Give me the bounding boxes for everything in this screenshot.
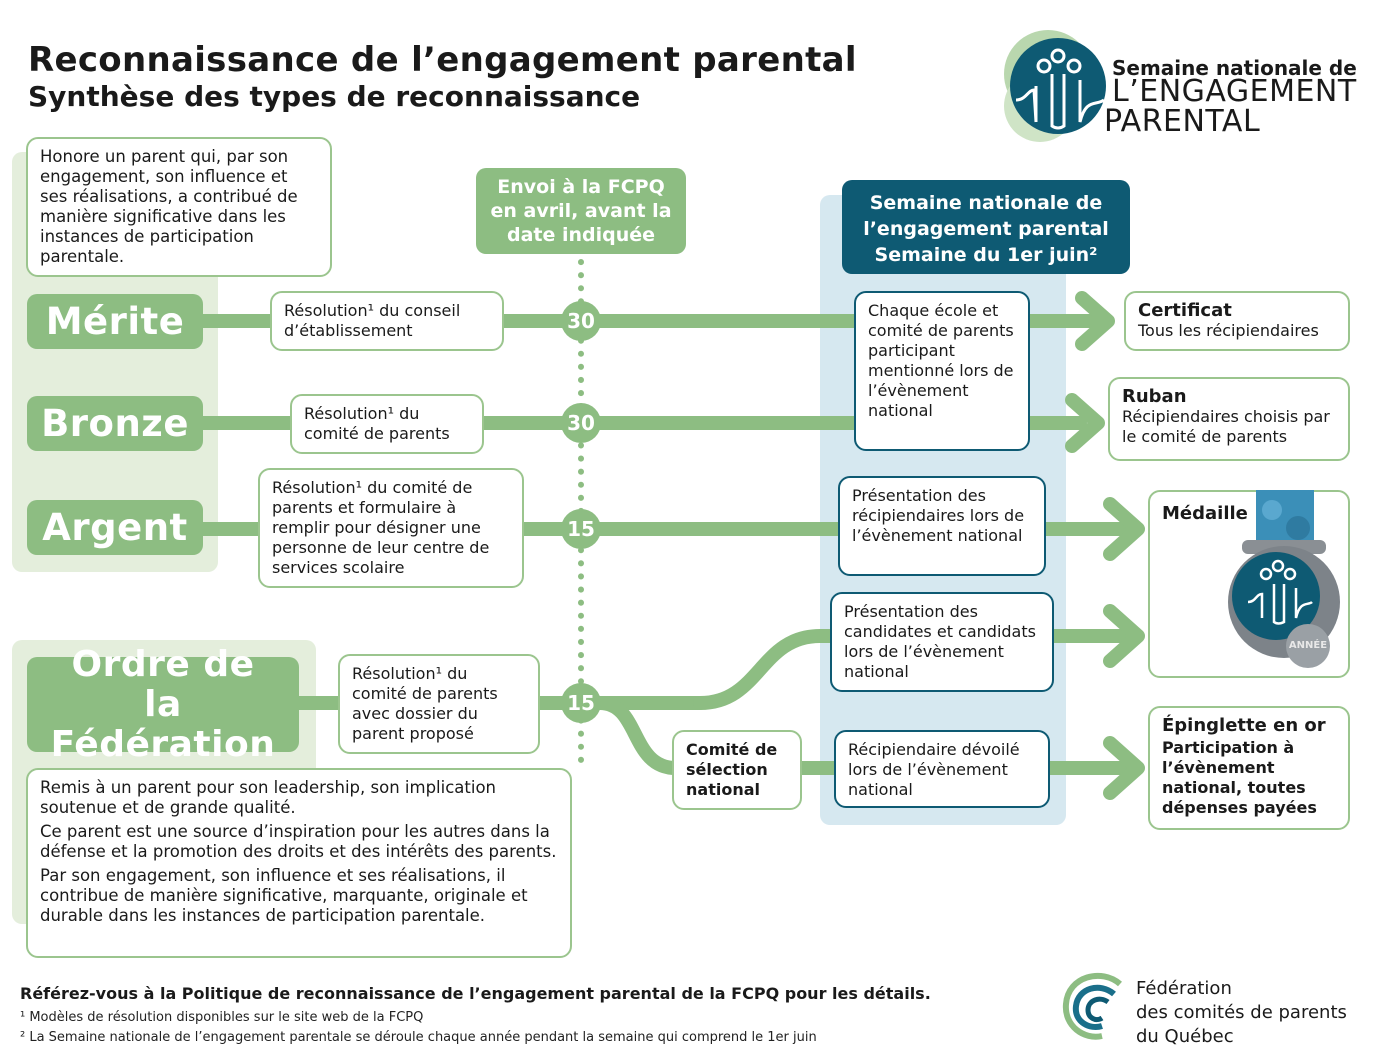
- date-badge-ordre: 15: [561, 683, 601, 723]
- resolution-argent: Résolution¹ du comité de parents et form…: [258, 468, 524, 588]
- resolution-ordre: Résolution¹ du comité de parents avec do…: [338, 654, 540, 754]
- fcpq-logo-icon: [1062, 972, 1122, 1040]
- event-schools-box: Chaque école et comité de parents partic…: [854, 291, 1030, 451]
- date-badge-bronze: 30: [561, 403, 601, 443]
- fcpq-line-1: Fédération: [1136, 978, 1232, 999]
- committee-box: Comité de sélection national: [672, 730, 802, 810]
- logo-line-3: PARENTAL: [1104, 104, 1261, 139]
- ordre-description-box: Remis à un parent pour son leadership, s…: [26, 768, 572, 958]
- family-logo-icon: [1004, 30, 1106, 142]
- resolution-merite: Résolution¹ du conseil d’établissement: [270, 291, 504, 351]
- week-line-3: Semaine du 1er juin²: [874, 244, 1098, 266]
- fcpq-line-2: des comités de parents: [1136, 1002, 1347, 1023]
- category-merite: Mérite: [27, 294, 203, 349]
- fcpq-logo: Fédération des comités de parents du Qué…: [1062, 970, 1362, 1050]
- category-bronze: Bronze: [27, 396, 203, 451]
- week-line-2: l’engagement parental: [863, 218, 1109, 240]
- national-week-header: Semaine nationale de l’engagement parent…: [842, 180, 1130, 274]
- footnote-1: ¹ Modèles de résolution disponibles sur …: [20, 1010, 424, 1025]
- reward-epinglette-box: Épinglette en or Participation à l’évène…: [1148, 706, 1350, 830]
- certificat-title: Certificat: [1138, 300, 1232, 321]
- footer-reference: Référez-vous à la Politique de reconnais…: [20, 984, 931, 1003]
- epinglette-arrowhead: [1103, 736, 1145, 800]
- epinglette-text: Participation à l’évènement national, to…: [1162, 738, 1317, 817]
- week-line-1: Semaine nationale de: [869, 192, 1103, 214]
- ordre-description-p2: Ce parent est une source d’inspiration p…: [40, 822, 557, 861]
- medaille-title: Médaille: [1162, 503, 1248, 524]
- ruban-text: Récipiendaires choisis par le comité de …: [1122, 407, 1330, 446]
- certificat-text: Tous les récipiendaires: [1138, 321, 1319, 340]
- page-title: Reconnaissance de l’engagement parental: [28, 40, 857, 80]
- deadline-label: Envoi à la FCPQ en avril, avant la date …: [476, 168, 686, 254]
- bronze-arrowhead: [1065, 393, 1105, 453]
- reward-certificat-box: Certificat Tous les récipiendaires: [1124, 291, 1350, 351]
- date-badge-merite: 30: [561, 301, 601, 341]
- medal-icon: [1228, 490, 1340, 668]
- merite-arrowhead: [1075, 291, 1115, 351]
- logo-line-2: L’ENGAGEMENT: [1112, 74, 1357, 109]
- ordre-description-p3: Par son engagement, son influence et ses…: [40, 866, 528, 925]
- page-subtitle: Synthèse des types de reconnaissance: [28, 80, 641, 113]
- intro-text-box: Honore un parent qui, par son engagement…: [26, 137, 332, 277]
- date-badge-argent: 15: [561, 509, 601, 549]
- event-argent-box: Présentation des récipiendaires lors de …: [838, 476, 1046, 576]
- fcpq-line-3: du Québec: [1136, 1026, 1234, 1047]
- event-candidates-box: Présentation des candidates et candidats…: [830, 592, 1054, 692]
- argent-arrowhead: [1103, 497, 1145, 561]
- event-recipient-box: Récipiendaire dévoilé lors de l’évènemen…: [834, 730, 1050, 808]
- candidates-arrowhead: [1103, 604, 1145, 668]
- ordre-upper-branch: [693, 629, 1132, 710]
- reward-ruban-box: Ruban Récipiendaires choisis par le comi…: [1108, 377, 1350, 461]
- category-ordre: Ordre de la Fédération: [27, 644, 299, 764]
- ruban-title: Ruban: [1122, 386, 1187, 407]
- epinglette-title: Épinglette en or: [1162, 715, 1326, 736]
- medal-illustration: ANNÉE: [1226, 490, 1346, 670]
- ordre-description-p1: Remis à un parent pour son leadership, s…: [40, 778, 497, 817]
- medal-engraving: ANNÉE: [1288, 640, 1328, 651]
- resolution-bronze: Résolution¹ du comité de parents: [290, 394, 484, 454]
- category-argent: Argent: [27, 500, 203, 555]
- logo-line-1: Semaine nationale de: [1112, 56, 1357, 80]
- ordre-lower-branch: [593, 696, 1132, 775]
- footnote-2: ² La Semaine nationale de l’engagement p…: [20, 1030, 817, 1045]
- event-logo: Semaine nationale de L’ENGAGEMENT PARENT…: [1000, 26, 1360, 146]
